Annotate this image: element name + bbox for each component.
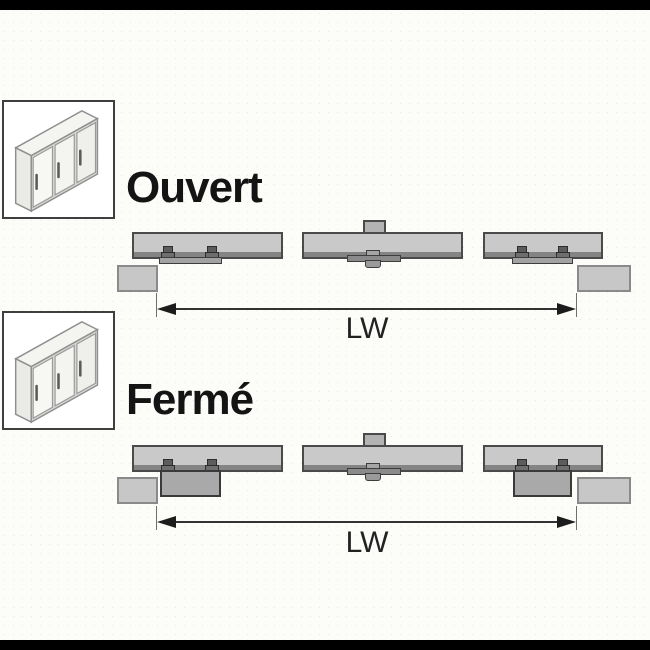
top-letterbox-bar [0,0,650,10]
mounting-rail-right [512,257,573,264]
bottom-letterbox-bar [0,640,650,650]
dimension-arrow-left-icon [157,303,176,315]
dimension-extension-line-right [576,293,577,317]
wall-block-left [117,265,158,292]
dimension-label-lw: LW [345,312,389,345]
center-guide-tab [365,260,381,268]
cabinet-3-sliding-doors-icon [14,110,99,213]
dimension-extension-line-right [576,506,577,530]
door-panel-middle [302,445,463,472]
mounting-rail-left [159,257,222,264]
section-label-ferme: Fermé [126,375,254,424]
dimension-label-lw: LW [345,526,389,559]
dimension-arrow-right-icon [557,516,576,528]
dimension-arrow-left-icon [157,516,176,528]
panel-track-strip [304,252,461,257]
closed-door-left [160,470,221,497]
dimension-line [162,521,572,523]
wall-block-right [577,265,631,292]
center-guide-tab [365,473,381,481]
panel-track-strip [485,252,601,257]
dimension-line [162,308,572,310]
dimension-extension-line-left [156,293,157,317]
panel-track-strip [485,465,601,470]
door-panel-right [483,445,603,472]
dimension-arrow-right-icon [557,303,576,315]
panel-track-strip [304,465,461,470]
wall-block-left [117,477,158,504]
closed-door-right [513,470,572,497]
door-panel-right [483,232,603,259]
cabinet-3-sliding-doors-icon [14,321,99,424]
section-label-ouvert: Ouvert [126,163,263,212]
wall-block-right [577,477,631,504]
dimension-extension-line-left [156,506,157,530]
closed-cabinet-thumbnail-box [2,311,115,430]
open-cabinet-thumbnail-box [2,100,115,219]
